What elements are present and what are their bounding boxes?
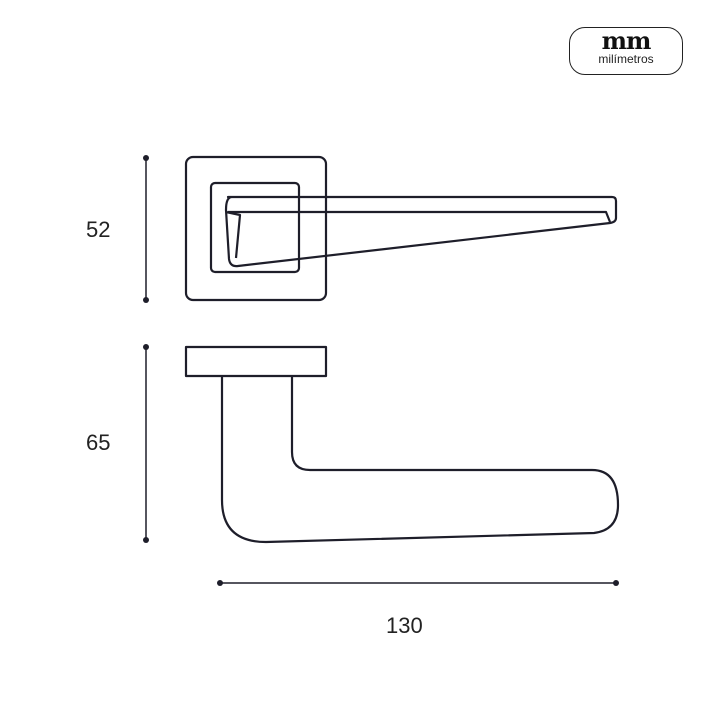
logo-name: milímetros — [598, 52, 654, 66]
handle-side-view — [220, 376, 620, 544]
dim-handle-height: 65 — [86, 430, 111, 455]
brand-logo: mm milímetros — [569, 27, 683, 75]
dim-rose-height: 52 — [86, 217, 111, 242]
rose-side — [184, 345, 328, 378]
rose-outer — [184, 155, 328, 302]
lever-top-view — [224, 195, 618, 268]
dimension-lines — [145, 158, 616, 584]
lever-top-edge — [228, 210, 612, 223]
dim-handle-length: 130 — [386, 613, 423, 638]
dimension-dots — [143, 155, 619, 586]
lever-facet — [225, 210, 242, 259]
logo-mark: mm — [601, 26, 652, 55]
rose-inner — [209, 181, 301, 274]
